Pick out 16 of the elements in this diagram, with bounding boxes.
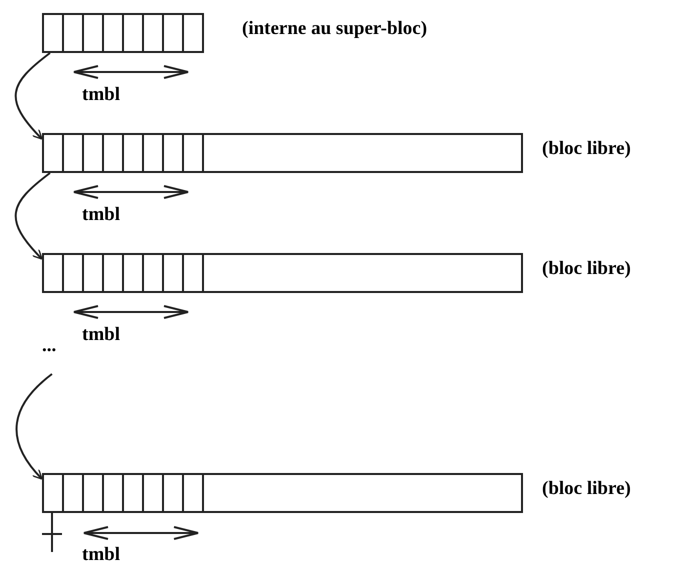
dimension-label: tmbl — [82, 544, 120, 563]
dimension-label: tmbl — [82, 324, 120, 346]
pointer-arrow — [14, 172, 51, 260]
pointer-arrow — [14, 52, 51, 140]
ellipsis: ... — [42, 335, 56, 357]
dimension-label: tmbl — [82, 204, 120, 226]
block-caption: (bloc libre) — [542, 478, 631, 500]
memory-block — [42, 473, 523, 513]
block-caption: (interne au super-bloc) — [242, 18, 428, 40]
memory-block — [42, 13, 204, 53]
memory-block — [42, 253, 523, 293]
memory-block — [42, 133, 523, 173]
pointer-arrow — [16, 373, 53, 480]
dimension-label: tmbl — [82, 84, 120, 106]
block-caption: (bloc libre) — [542, 138, 631, 160]
block-caption: (bloc libre) — [542, 258, 631, 280]
